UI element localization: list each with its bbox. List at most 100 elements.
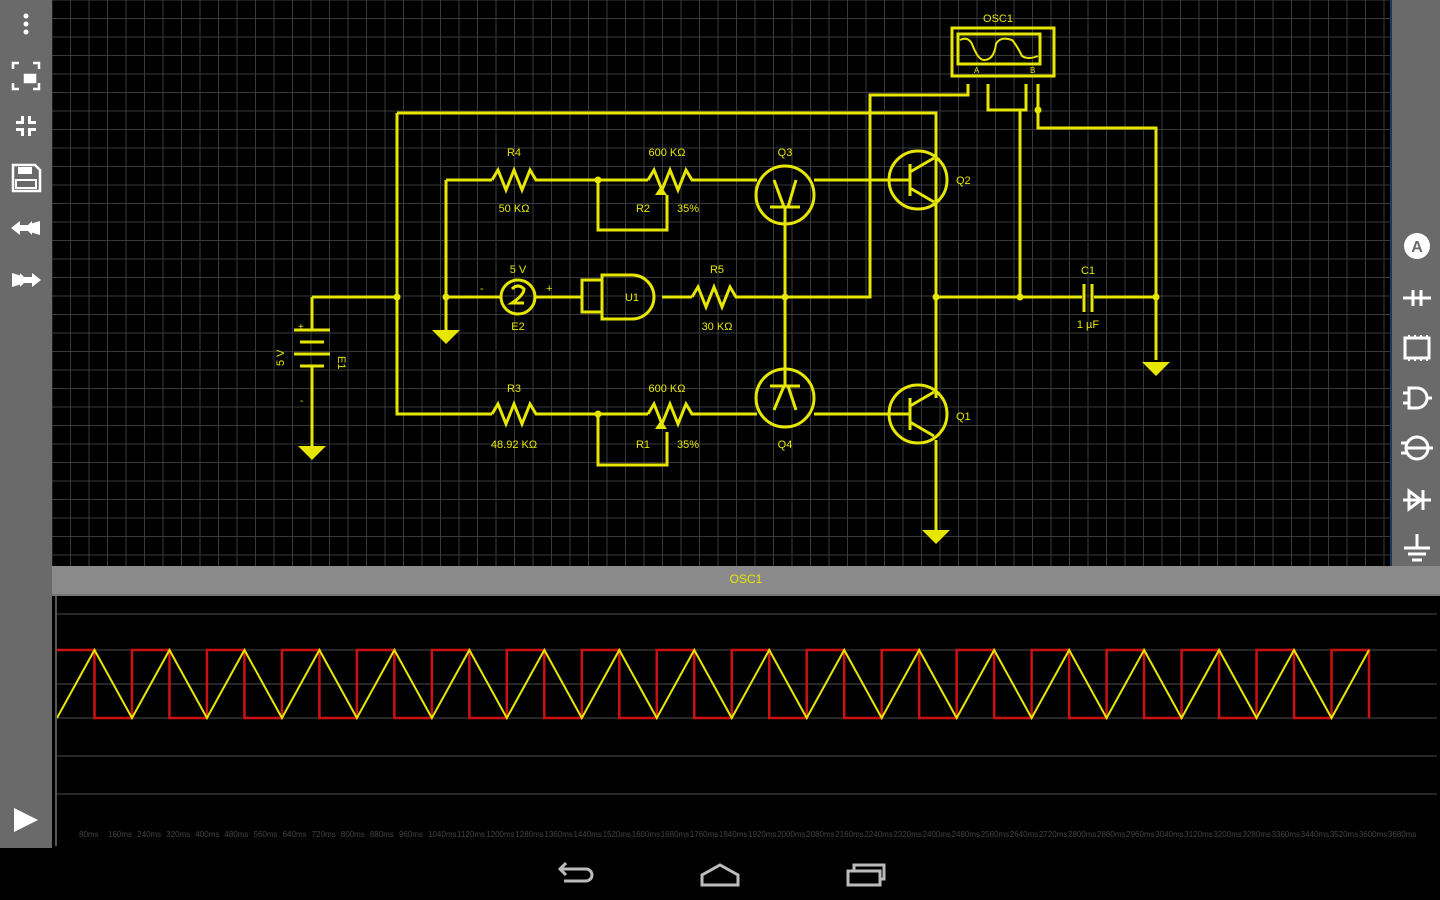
q3-label: Q3 (778, 147, 793, 159)
fit-screen-button[interactable] (8, 58, 44, 94)
x-tick-label: 1840ms (719, 830, 747, 839)
x-tick-label: 800ms (341, 830, 365, 839)
ammeter-icon: A (1404, 233, 1430, 259)
oscilloscope-title: OSC1 (729, 572, 763, 586)
c1-value: 1 µF (1077, 319, 1100, 331)
more-vert-icon (23, 13, 29, 35)
overflow-menu-button[interactable] (8, 6, 44, 42)
transistor-q3[interactable] (754, 164, 816, 226)
x-tick-label: 1040ms (428, 830, 456, 839)
x-tick-label: 2560ms (981, 830, 1009, 839)
osc1-label: OSC1 (983, 13, 1013, 25)
x-tick-label: 240ms (137, 830, 161, 839)
r4-label: R4 (507, 147, 521, 159)
transistor-q2[interactable] (887, 149, 949, 211)
circuit-canvas[interactable]: 5 V E1 + - 5 V E2 - + U1 (51, 0, 1390, 566)
capacitor-tool-button[interactable] (1399, 280, 1435, 316)
source-e2[interactable] (499, 278, 537, 316)
osc1-channel-b: B (1030, 66, 1035, 75)
q2-label: Q2 (956, 175, 971, 187)
x-tick-label: 320ms (166, 830, 190, 839)
x-tick-label: 480ms (224, 830, 248, 839)
undo-button[interactable] (8, 210, 44, 246)
x-tick-label: 2240ms (864, 830, 892, 839)
back-icon (557, 861, 594, 883)
recents-icon (846, 863, 886, 887)
r1-value: 600 KΩ (649, 383, 686, 395)
x-tick-label: 1280ms (515, 830, 543, 839)
fit-screen-icon (11, 61, 41, 91)
x-tick-label: 880ms (370, 830, 394, 839)
r5-value: 30 KΩ (702, 321, 733, 333)
ground-tool-button[interactable] (1399, 530, 1435, 566)
ground-icon (1404, 534, 1430, 562)
chip-tool-button[interactable] (1399, 330, 1435, 366)
q4-label: Q4 (778, 439, 793, 451)
back-button[interactable] (552, 858, 600, 890)
home-button[interactable] (696, 858, 744, 890)
collapse-button[interactable] (8, 108, 44, 144)
redo-button[interactable] (8, 262, 44, 298)
x-tick-label: 2880ms (1097, 830, 1125, 839)
diode-icon (1403, 488, 1431, 512)
resistor-r5[interactable] (690, 282, 742, 312)
r1-label: R1 (636, 439, 650, 451)
x-tick-label: 720ms (312, 830, 336, 839)
e2-minus: - (480, 283, 484, 295)
r2-wiper: 35% (677, 203, 699, 215)
potentiometer-r1[interactable] (646, 399, 695, 429)
e1-label: E1 (335, 356, 347, 369)
x-tick-label: 2720ms (1039, 830, 1067, 839)
capacitor-c1[interactable] (1082, 284, 1094, 312)
x-tick-label: 1200ms (486, 830, 514, 839)
transistor-q1[interactable] (887, 383, 949, 445)
ground-icon (922, 530, 950, 544)
x-tick-label: 1440ms (573, 830, 601, 839)
oscilloscope-header[interactable]: OSC1 (52, 566, 1440, 596)
x-tick-label: 3040ms (1155, 830, 1183, 839)
resistor-r4[interactable] (490, 165, 542, 195)
recents-button[interactable] (842, 858, 890, 890)
resistors (490, 165, 742, 429)
x-tick-label: 3680ms (1388, 830, 1416, 839)
x-tick-label: 3440ms (1301, 830, 1329, 839)
potentiometer-r2[interactable] (646, 165, 695, 195)
x-tick-label: 160ms (108, 830, 132, 839)
x-tick-label: 2640ms (1010, 830, 1038, 839)
diode-tool-button[interactable] (1399, 482, 1435, 518)
r3-value: 48.92 KΩ (491, 439, 537, 451)
x-tick-label: 2160ms (835, 830, 863, 839)
x-tick-label: 2000ms (777, 830, 805, 839)
e2-value: 5 V (510, 264, 527, 276)
oscilloscope-osc1[interactable] (950, 26, 1056, 78)
resistor-r3[interactable] (490, 399, 542, 429)
or-gate-tool-button[interactable] (1399, 430, 1435, 466)
run-simulation-button[interactable] (8, 802, 44, 838)
gate-u1[interactable] (580, 273, 656, 321)
u1-label: U1 (625, 292, 639, 304)
e2-plus: + (546, 283, 552, 295)
x-tick-label: 2400ms (923, 830, 951, 839)
x-tick-label: 3520ms (1330, 830, 1358, 839)
and-gate-tool-button[interactable] (1399, 380, 1435, 416)
x-tick-label: 3200ms (1213, 830, 1241, 839)
ground-icon (298, 446, 326, 460)
transistor-q4[interactable] (754, 367, 816, 429)
x-tick-label: 1360ms (544, 830, 572, 839)
wires (310, 84, 1158, 530)
x-tick-label: 3360ms (1272, 830, 1300, 839)
right-toolbar: A (1390, 0, 1440, 566)
ammeter-button[interactable]: A (1399, 228, 1435, 264)
x-tick-label: 3280ms (1242, 830, 1270, 839)
save-button[interactable] (8, 160, 44, 196)
r4-value: 50 KΩ (499, 203, 530, 215)
osc1-channel-a: A (974, 66, 980, 75)
battery-e1[interactable] (294, 328, 330, 390)
schematic[interactable]: 5 V E1 + - 5 V E2 - + U1 (51, 0, 1390, 566)
r5-label: R5 (710, 264, 724, 276)
ground-icon (432, 330, 460, 344)
x-tick-label: 400ms (195, 830, 219, 839)
x-tick-label: 640ms (283, 830, 307, 839)
